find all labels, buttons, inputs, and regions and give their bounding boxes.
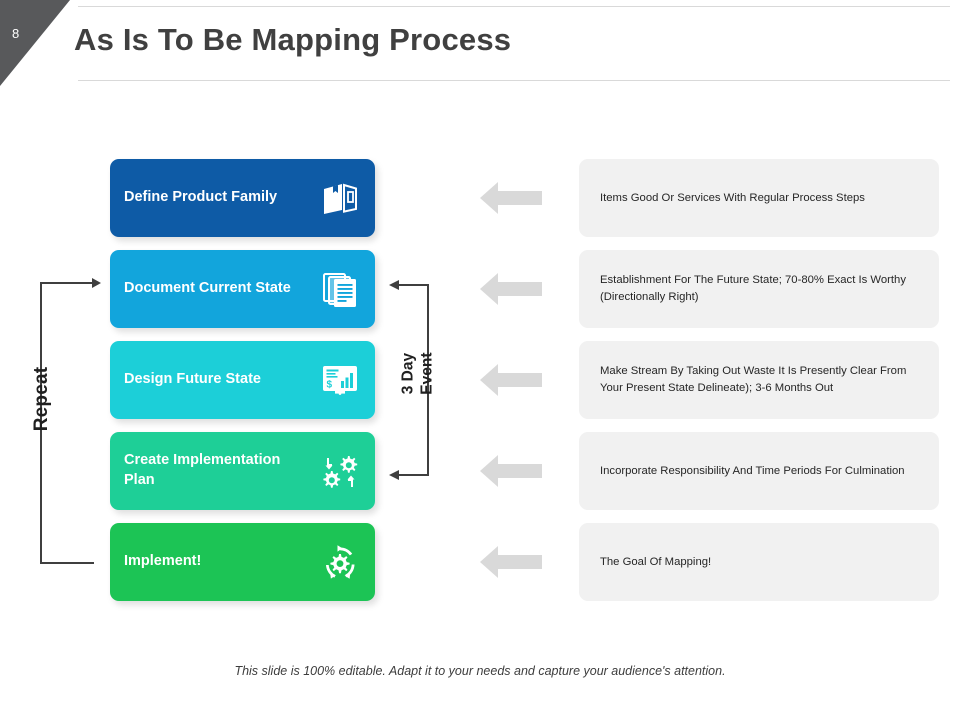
description-text: Establishment For The Future State; 70-8…	[600, 274, 906, 303]
event-bracket-bottom-line	[399, 474, 428, 476]
repeat-bracket-bottom-line	[40, 562, 94, 564]
step-label: Define Product Family	[124, 189, 278, 206]
event-label: 3 Day Event	[399, 319, 436, 429]
documents-stack-icon	[317, 266, 363, 312]
description-text: Make Stream By Taking Out Waste It Is Pr…	[600, 365, 907, 394]
slide-header: 8 As Is To Be Mapping Process	[0, 0, 960, 86]
description-text: The Goal Of Mapping!	[600, 555, 712, 568]
process-step-list: Define Product Family Document Current S…	[110, 159, 375, 614]
event-label-line1: 3 Day	[399, 352, 417, 395]
description-box-3: Make Stream By Taking Out Waste It Is Pr…	[579, 341, 939, 419]
description-box-5: The Goal Of Mapping!	[579, 523, 939, 601]
slide-number: 8	[12, 26, 20, 41]
repeat-bracket-top-line	[40, 282, 94, 284]
connector-arrow-list	[478, 159, 548, 614]
description-text: Incorporate Responsibility And Time Peri…	[600, 464, 905, 477]
step-label: Implement!	[124, 553, 202, 570]
dashboard-chart-icon: $	[317, 357, 363, 403]
package-box-icon	[317, 175, 363, 221]
header-rule-top	[78, 6, 950, 7]
description-box-1: Items Good Or Services With Regular Proc…	[579, 159, 939, 237]
step-card-document-current-state[interactable]: Document Current State	[110, 250, 375, 328]
three-day-event-bracket: 3 Day Event	[385, 270, 455, 490]
repeat-bracket: Repeat	[18, 270, 110, 575]
description-text: Items Good Or Services With Regular Proc…	[600, 191, 865, 204]
footer-note: This slide is 100% editable. Adapt it to…	[234, 664, 726, 678]
left-block-arrow-5	[478, 523, 548, 601]
repeat-label: Repeat	[31, 366, 52, 432]
description-list: Items Good Or Services With Regular Proc…	[579, 159, 939, 614]
step-label: Design Future State	[124, 371, 261, 388]
event-bracket-top-line	[399, 284, 428, 286]
left-block-arrow-1	[478, 159, 548, 237]
svg-text:$: $	[327, 380, 333, 391]
step-card-implement[interactable]: Implement!	[110, 523, 375, 601]
left-block-arrow-4	[478, 432, 548, 510]
step-label: Create Implementation Plan	[124, 452, 281, 488]
repeat-bracket-vertical-line	[40, 282, 42, 564]
two-gears-cycle-icon	[317, 448, 363, 494]
left-block-arrow-2	[478, 250, 548, 328]
gear-rotation-icon	[317, 539, 363, 585]
left-block-arrow-3	[478, 341, 548, 419]
repeat-arrow-right-icon	[92, 277, 101, 288]
page-title: As Is To Be Mapping Process	[74, 22, 512, 57]
description-box-2: Establishment For The Future State; 70-8…	[579, 250, 939, 328]
step-card-define-product-family[interactable]: Define Product Family	[110, 159, 375, 237]
event-arrow-left-top-icon	[389, 279, 399, 290]
event-arrow-left-bottom-icon	[389, 469, 399, 480]
corner-triangle-decoration	[0, 0, 70, 86]
event-label-line2: Event	[418, 352, 435, 395]
event-bracket-vertical-line	[427, 284, 429, 476]
step-label: Document Current State	[124, 280, 291, 297]
step-card-create-implementation-plan[interactable]: Create Implementation Plan	[110, 432, 375, 510]
step-card-design-future-state[interactable]: Design Future State $	[110, 341, 375, 419]
description-box-4: Incorporate Responsibility And Time Peri…	[579, 432, 939, 510]
header-rule-bottom	[78, 80, 950, 81]
